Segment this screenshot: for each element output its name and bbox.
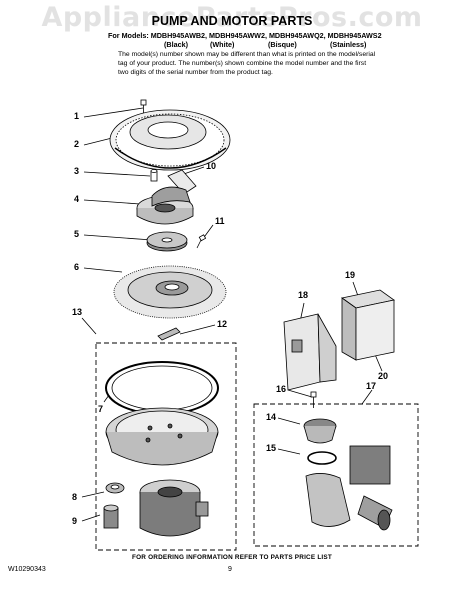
callout-17: 17 <box>366 381 377 391</box>
callout-14: 14 <box>266 412 277 422</box>
part-16-screw <box>310 391 317 408</box>
part-6-filter-wheel <box>113 265 227 319</box>
leader-5 <box>83 234 153 241</box>
leader-12 <box>179 324 216 335</box>
callout-1: 1 <box>74 111 80 121</box>
leader-15 <box>277 448 301 455</box>
finish-stainless: (Stainless) <box>330 40 367 49</box>
leader-14 <box>277 417 301 425</box>
part-9-valve <box>103 504 119 529</box>
leader-9 <box>81 514 101 522</box>
callout-18: 18 <box>298 290 309 300</box>
callout-13: 13 <box>72 307 83 317</box>
sump-base <box>105 407 219 466</box>
leader-19 <box>352 281 359 297</box>
finish-white: (White) <box>210 40 235 49</box>
part-8-seal <box>105 482 125 494</box>
leader-1 <box>83 107 144 118</box>
callout-20: 20 <box>378 371 389 381</box>
model-note: The model(s) number shown may be differe… <box>118 51 376 76</box>
part-3-fitting <box>150 169 158 182</box>
callout-7: 7 <box>98 404 104 414</box>
part-11-screw <box>196 234 207 249</box>
callout-4: 4 <box>74 194 80 204</box>
finish-bisque: (Bisque) <box>268 40 297 49</box>
part-5-disc <box>146 231 188 252</box>
leader-6 <box>83 267 123 273</box>
document-code: W10290343 <box>8 566 46 573</box>
assembly-box-13 <box>95 342 237 551</box>
leader-17 <box>361 389 373 405</box>
part-12-bracket <box>157 327 181 341</box>
models-line: For Models: MDBH945AWB2, MDBH945AWW2, MD… <box>108 31 382 40</box>
callout-2: 2 <box>74 139 80 149</box>
callout-11: 11 <box>215 216 225 226</box>
part-15-o-ring <box>307 451 337 465</box>
callout-8: 8 <box>72 492 78 502</box>
leader-3 <box>83 171 151 177</box>
pump-motor <box>139 479 209 537</box>
page-number: 9 <box>228 566 232 573</box>
callout-12: 12 <box>217 319 228 329</box>
finishes-line: (Black) (White) (Bisque) (Stainless) <box>164 40 366 49</box>
part-19-box <box>341 289 395 361</box>
leader-8 <box>81 491 105 498</box>
callout-19: 19 <box>345 270 356 280</box>
callout-9: 9 <box>72 516 78 526</box>
page-title: PUMP AND MOTOR PARTS <box>151 14 313 28</box>
part-7-sump-ring <box>105 361 219 415</box>
callout-5: 5 <box>74 229 80 239</box>
part-2-filter-cover <box>109 109 231 171</box>
part-4-impeller-housing <box>136 186 194 225</box>
callout-16: 16 <box>276 384 287 394</box>
leader-4 <box>83 199 141 205</box>
callout-15: 15 <box>266 443 277 453</box>
callout-6: 6 <box>74 262 80 272</box>
ordering-info: FOR ORDERING INFORMATION REFER TO PARTS … <box>132 554 332 561</box>
finish-black: (Black) <box>164 40 188 49</box>
part-18-bracket <box>283 313 337 391</box>
leader-16 <box>287 389 313 398</box>
drain-pump <box>305 445 393 531</box>
callout-3: 3 <box>74 166 80 176</box>
part-14-housing <box>303 418 337 444</box>
leader-13 <box>81 317 97 335</box>
watermark: AppliancePartsPros.com <box>41 2 423 33</box>
assembly-box-17 <box>253 403 419 547</box>
callout-10: 10 <box>206 161 217 171</box>
